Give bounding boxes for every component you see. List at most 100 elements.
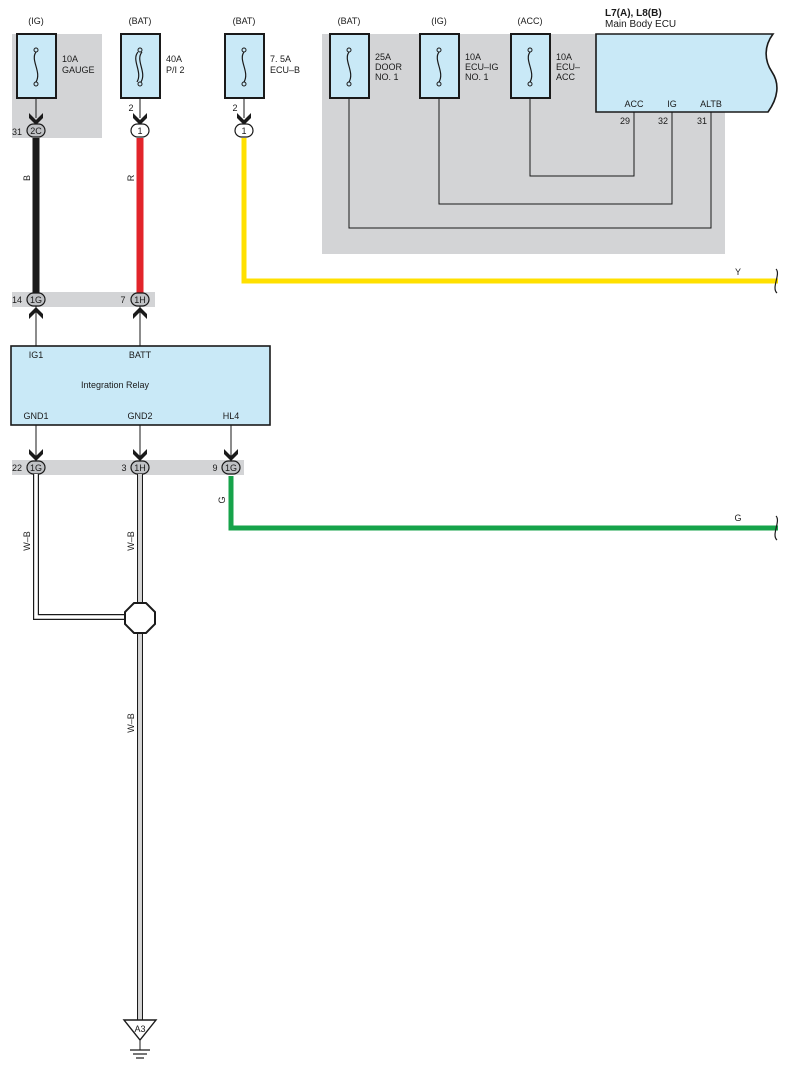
shade-connector-row-bottom [12,460,244,475]
fuse-gauge-rating: 10A [62,54,78,64]
arrow-up-ig1 [29,307,43,319]
fuse-ecuig-element [436,51,442,83]
connector-1g-b2: 9 1G [212,460,241,475]
ground-triangle [122,1019,158,1042]
connector-1g-b1-code: 1G [30,463,42,473]
connector-1h-b: 3 1H [121,460,150,475]
connector-2c-code: 2C [30,126,42,136]
connector-1-a-code: 1 [137,126,142,136]
fuse-ecuig-name2: NO. 1 [465,72,489,82]
connector-1h-b-code: 1H [134,463,146,473]
wire-label-yellow: Y [735,267,741,277]
fuse-pi2-name: P/I 2 [166,65,185,75]
fuse-door-source: (BAT) [338,16,361,26]
shade-connector-row-top [12,292,155,307]
colored-wires [32,138,778,531]
connector-1g-top-pin: 14 [12,295,22,305]
fuse-door-rating: 25A [375,52,391,62]
ecu-pin-altb-num: 31 [697,116,707,126]
arrow-gnd2 [133,449,147,461]
fuse-ecub-source: (BAT) [233,16,256,26]
wire-label-red: R [126,174,136,181]
fuse-ecub-box [224,33,265,99]
fuse-pi2-rating: 40A [166,54,182,64]
relay-pin-batt: BATT [129,350,152,360]
green-wire-break [774,515,779,541]
ecu-name: Main Body ECU [605,19,676,30]
wire-door-to-altb [348,98,712,229]
ground-code: A3 [134,1024,145,1034]
relay-box [10,345,271,426]
fuse-ecub-name: ECU–B [270,65,300,75]
connector-2c-body [26,123,46,138]
relay-pin-gnd1: GND1 [23,411,48,421]
wire-ecuig-to-ig [438,98,673,205]
fuse-ecuacc-element [527,51,533,83]
arrow-gnd1 [29,449,43,461]
relay-name: Integration Relay [81,380,150,390]
connector-1g-b2-pin: 9 [212,463,217,473]
wire-label-green-vertical: G [217,496,227,503]
arrow-pi2 [133,113,147,125]
ecu-box [595,33,778,113]
wire-label-wb-low: W–B [126,713,136,733]
wire-ecuacc-to-acc [529,98,635,177]
wire-label-black: B [22,175,32,181]
arrows-bottom [29,449,238,461]
fuse-gauge-box [16,33,57,99]
connector-1h-b-pin: 3 [121,463,126,473]
ecu-internal-wires [348,98,712,229]
connector-1g-b1: 22 1G [12,460,46,475]
fuse-gauge: (IG) 10A GAUGE [16,16,95,99]
ecu-pin-ig-label: IG [667,99,677,109]
fuse-ecuig-source: (IG) [431,16,447,26]
fuse-ecub-rating: 7. 5A [270,54,291,64]
fuse-pi2-element [135,51,144,83]
fuse-ecuacc-name: ECU– [556,62,580,72]
connector-1g-b2-body [221,460,241,475]
fuse-gauge-source: (IG) [28,16,44,26]
fuse-ecuig-name: ECU–IG [465,62,499,72]
main-body-ecu: L7(A), L8(B) Main Body ECU ACC IG ALTB 2… [595,8,778,126]
ecu-pin-acc-label: ACC [624,99,644,109]
wb-wires [33,474,143,1022]
wire-yellow [241,138,778,284]
wire-label-wb-left: W–B [22,531,32,551]
splice-junction [124,602,156,634]
fuse-ecub: (BAT) 7. 5A ECU–B [224,16,300,99]
arrows-top [29,113,251,125]
wire-green [228,476,778,531]
connector-1h-top-code: 1H [134,295,146,305]
ecu-pin-acc-num: 29 [620,116,630,126]
connector-2c-pin: 31 [12,127,22,137]
relay-pin-ig1: IG1 [29,350,44,360]
fuse-door-name2: NO. 1 [375,72,399,82]
wire-label-green-end: G [734,513,741,523]
fuse-pi2-top-terminal [137,47,143,53]
connector-1-a: 1 [130,123,150,138]
fuse-pi2-bottom-terminal [137,81,143,87]
fuse-pi2-source: (BAT) [129,16,152,26]
wire-wb-left-inner [34,474,140,619]
wire-wb-left-outer [33,474,140,620]
arrow-gauge [29,113,43,125]
fuse-ecuig-rating: 10A [465,52,481,62]
fuse-pi2: (BAT) 40A P/I 2 [120,16,185,99]
fuse-ecuacc-name2: ACC [556,72,576,82]
connector-1g-top: 14 1G [12,292,46,307]
relay-output-leads [35,425,232,461]
ecub-out-pin: 2 [232,103,237,113]
arrows-up [29,307,147,319]
connector-1-b: 1 [234,123,254,138]
connector-1g-b1-pin: 22 [12,463,22,473]
fuse-door-name: DOOR [375,62,403,72]
fuse-door: (BAT) 25A DOOR NO. 1 [329,16,403,99]
fuse-ecuig: (IG) 10A ECU–IG NO. 1 [419,16,499,99]
arrow-ecub [237,113,251,125]
connector-1-a-body [130,123,150,138]
ecu-code: L7(A), L8(B) [605,8,662,19]
relay-pin-hl4: HL4 [223,411,240,421]
connector-1g-top-code: 1G [30,295,42,305]
connector-1h-top: 7 1H [120,292,150,307]
